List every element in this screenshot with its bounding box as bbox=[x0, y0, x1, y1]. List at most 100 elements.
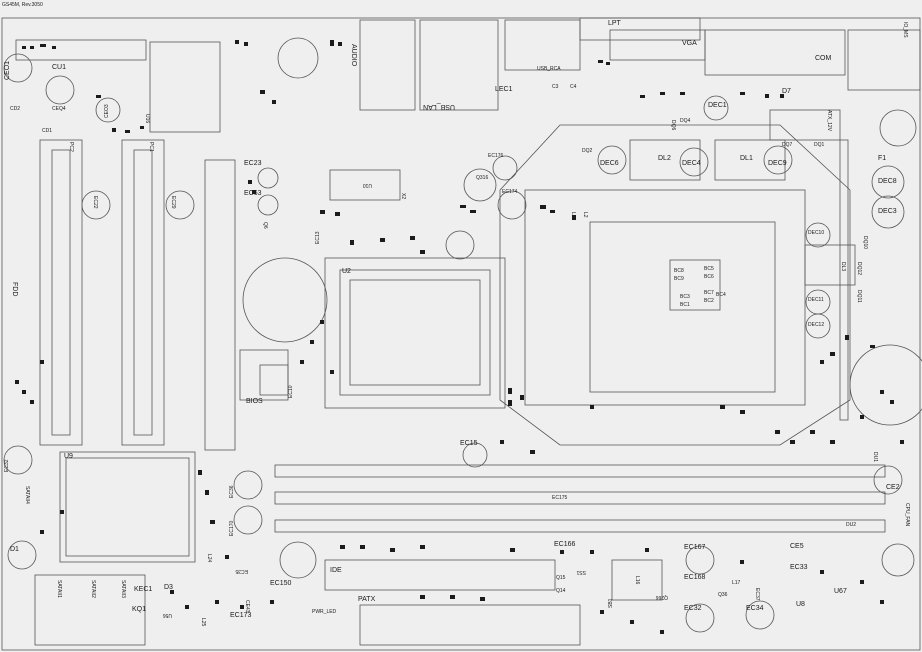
sataii2-label: SATAII2 bbox=[90, 580, 96, 598]
ss1-label: SS1 bbox=[576, 569, 586, 575]
board-code-label: GS45M, Rev.3050 bbox=[2, 2, 43, 8]
dl1-choke bbox=[714, 139, 786, 181]
u56-label: U56 bbox=[162, 612, 172, 618]
u67-label: U67 bbox=[834, 588, 847, 595]
dl2-choke bbox=[629, 139, 701, 181]
pc1-label: PC1 bbox=[148, 142, 154, 152]
dq1-label: DQ1 bbox=[814, 142, 825, 148]
cd1-label: CD1 bbox=[42, 128, 53, 134]
l16-choke bbox=[611, 559, 663, 601]
u9-chip bbox=[59, 451, 196, 563]
u10-label: U10 bbox=[362, 182, 372, 188]
patx-connector bbox=[359, 604, 581, 646]
dq2-label: DQ2 bbox=[582, 148, 593, 154]
ceo3-cap bbox=[95, 97, 121, 123]
sb1-label: SB1 bbox=[608, 598, 614, 608]
dq10-label: DQ10 bbox=[862, 236, 868, 250]
u2-middle bbox=[339, 269, 491, 396]
cu1-cap bbox=[45, 75, 75, 105]
ec32b-cap bbox=[685, 603, 715, 633]
ce2-cap bbox=[873, 465, 903, 495]
dq4-label: DQ4 bbox=[680, 118, 691, 124]
ec32b-label: EC32 bbox=[684, 605, 702, 612]
dec1-cap bbox=[703, 95, 729, 121]
board-outline bbox=[1, 17, 921, 651]
patx-label: PATX bbox=[358, 596, 376, 603]
bc2-label: BC2 bbox=[704, 298, 714, 304]
dec9-cap bbox=[763, 145, 793, 175]
bc1-label: BC1 bbox=[680, 302, 690, 308]
dec4-cap bbox=[679, 147, 709, 177]
usb-lan-connector bbox=[419, 19, 499, 111]
audio-label: AUDIO bbox=[350, 44, 357, 67]
cpu-socket-inner bbox=[589, 221, 776, 393]
ec36-label: EC36 bbox=[229, 485, 235, 498]
ec34-label: EC34 bbox=[746, 605, 764, 612]
q14-label: Q14 bbox=[556, 588, 566, 594]
dl2-label: DL2 bbox=[658, 155, 671, 162]
ec168-label: EC168 bbox=[684, 574, 706, 581]
d3-label: D3 bbox=[164, 584, 173, 591]
ceo3-label: CEO3 bbox=[104, 104, 110, 118]
lpt-label: LPT bbox=[608, 20, 621, 27]
ec10-label: EC10 bbox=[288, 385, 294, 398]
ec174-label: EC174 bbox=[502, 189, 518, 195]
dec10-label: DEC10 bbox=[808, 230, 825, 236]
ceo1-label: CEO1 bbox=[4, 60, 11, 80]
bc5-label: BC5 bbox=[704, 266, 714, 272]
ceq4-label: CEQ4 bbox=[52, 106, 66, 112]
q15-label: Q15 bbox=[556, 575, 566, 581]
dec12-cap bbox=[805, 313, 831, 339]
dec11-label: DEC11 bbox=[808, 297, 824, 303]
ce5-label: CE5 bbox=[790, 543, 804, 550]
top-left-heatsink bbox=[15, 39, 147, 61]
audio-jack-ring bbox=[277, 37, 319, 79]
io-ms-cap bbox=[879, 109, 917, 147]
usb-rca-label: USB_RCA bbox=[537, 66, 561, 72]
ec167-cap bbox=[685, 545, 715, 575]
ec29-label: EC29 bbox=[170, 196, 176, 209]
du1-label: DU1 bbox=[872, 452, 878, 463]
l16-label: L16 bbox=[634, 576, 640, 585]
q316-cap bbox=[463, 168, 497, 202]
sataii3-label: SATAII3 bbox=[120, 580, 126, 598]
io-ms-label: IO_MS bbox=[902, 22, 908, 38]
dec8-cap bbox=[871, 165, 905, 199]
d1-label: D1 bbox=[10, 546, 19, 553]
c3-label: C3 bbox=[552, 84, 559, 90]
cpu-fan-label: CPU_FAN bbox=[904, 503, 910, 527]
ec176-cap bbox=[492, 155, 518, 181]
cpu-socket-outline bbox=[499, 124, 851, 446]
ec63-cap bbox=[257, 194, 279, 216]
ec150-cap bbox=[279, 541, 317, 579]
bc8-label: BC8 bbox=[674, 268, 684, 274]
pci-slot-2 bbox=[274, 491, 886, 505]
d7-label: D7 bbox=[782, 88, 791, 95]
atx-12v-connector bbox=[769, 109, 841, 141]
ec170-cap bbox=[233, 505, 263, 535]
sataii4-label: SATAII4 bbox=[24, 486, 30, 504]
u2-outer bbox=[324, 257, 506, 409]
dec1-label: DEC1 bbox=[708, 102, 727, 109]
fdd-label: FDD bbox=[11, 282, 18, 297]
cpu-fan-cap bbox=[881, 543, 915, 577]
bc7-label: BC7 bbox=[704, 290, 714, 296]
ec22-label: EC22 bbox=[92, 196, 98, 209]
ec63-label: EC63 bbox=[244, 190, 262, 197]
ec15-cap bbox=[462, 442, 488, 468]
ec32-label: EC32 bbox=[4, 459, 10, 472]
ec33-label: EC33 bbox=[790, 564, 808, 571]
vga-label: VGA bbox=[682, 40, 697, 47]
d1-cap bbox=[7, 540, 37, 570]
q36-label: Q36 bbox=[718, 592, 728, 598]
c4-label: C4 bbox=[570, 84, 577, 90]
ec167-label: EC167 bbox=[684, 544, 706, 551]
sataii1-label: SATAII1 bbox=[56, 580, 62, 598]
bios-label: BIOS bbox=[246, 398, 263, 405]
kq1-label: KQ1 bbox=[132, 606, 147, 613]
lec1-label: LEC1 bbox=[495, 86, 513, 93]
right-edge-arc bbox=[849, 344, 922, 426]
l2-label: L2 bbox=[582, 212, 588, 218]
ec13-label: EC13 bbox=[315, 231, 321, 244]
ec35-label: EC35 bbox=[235, 568, 248, 574]
